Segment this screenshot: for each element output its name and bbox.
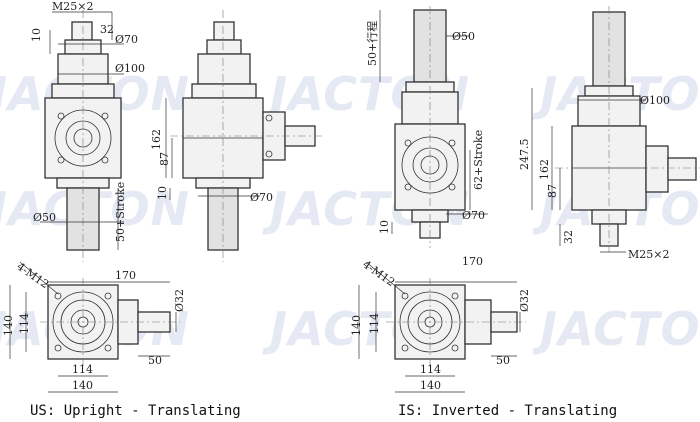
dim-flange-10: 10 [378, 220, 391, 234]
dim-shaft-length-32: 32 [562, 230, 575, 244]
dim-dia-50: Ø50 [452, 30, 475, 43]
dim-dia-32: Ø32 [518, 289, 531, 312]
dim-dia-70: Ø70 [250, 191, 273, 204]
dim-length-170: 170 [115, 269, 136, 282]
us-top-view [9, 261, 180, 393]
dim-length-114: 114 [72, 363, 93, 376]
caption-us: US: Upright - Translating [30, 403, 241, 419]
us-side-view [165, 10, 325, 262]
dim-dia-100: Ø100 [115, 62, 145, 75]
dim-length-140: 140 [420, 379, 441, 392]
dim-height-162: 162 [150, 129, 163, 150]
dim-length-50: 50 [496, 354, 510, 367]
dim-dia-32: Ø32 [173, 289, 186, 312]
dim-width-114: 114 [368, 313, 381, 334]
dim-length-140: 140 [72, 379, 93, 392]
dim-width-114: 114 [18, 313, 31, 334]
dim-height-247-5: 247.5 [518, 139, 531, 171]
dim-stroke: 50+Stroke [114, 182, 127, 242]
dim-dia-100: Ø100 [640, 94, 670, 107]
dim-dia-50: Ø50 [33, 211, 56, 224]
dim-length-114: 114 [420, 363, 441, 376]
dim-stroke: 50+行程 [366, 21, 379, 66]
dim-dia-70: Ø70 [462, 209, 485, 222]
dim-length-50: 50 [148, 354, 162, 367]
dim-height-87: 87 [158, 152, 171, 166]
watermark-text: JACTON [532, 302, 700, 356]
us-front-view [40, 10, 124, 262]
is-top-view [358, 261, 526, 393]
dim-height-87: 87 [546, 184, 559, 198]
dim-stroke: 62+Stroke [472, 130, 485, 190]
is-front-view [379, 6, 488, 248]
dim-thread-m25x2: M25×2 [628, 248, 669, 261]
dim-length-170: 170 [462, 255, 483, 268]
dim-shaft-length-32: 32 [100, 23, 114, 36]
dim-width-140: 140 [350, 315, 363, 336]
dim-width-140: 140 [2, 315, 15, 336]
dim-bolt-holes: 4-M12 [14, 260, 51, 291]
dim-dia-70: Ø70 [115, 33, 138, 46]
dim-bolt-holes: 4-M12 [360, 258, 397, 289]
dim-flange-10: 10 [156, 186, 169, 200]
caption-is: IS: Inverted - Translating [398, 403, 617, 419]
dim-thread-m25x2: M25×2 [52, 0, 93, 13]
dim-height-162: 162 [538, 159, 551, 180]
is-side-view [531, 6, 700, 253]
dim-flange-10: 10 [30, 28, 43, 42]
